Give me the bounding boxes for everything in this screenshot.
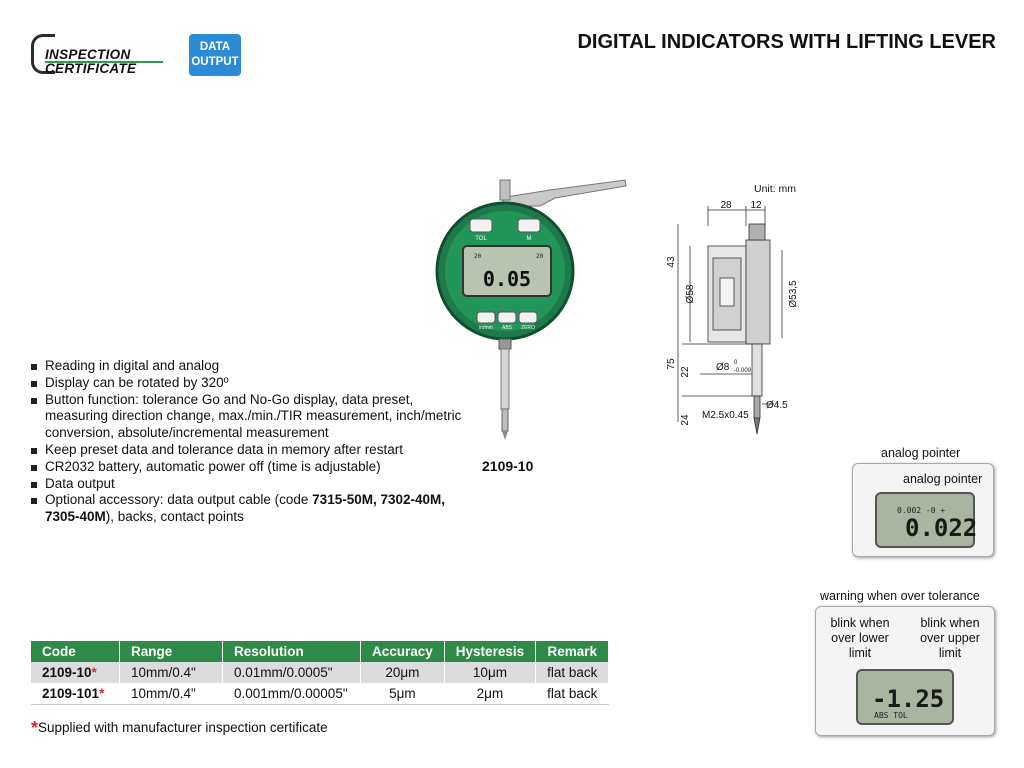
- certificate-logo-frame: [31, 34, 55, 74]
- dim-stem-tol-upper: 0: [734, 360, 738, 366]
- spec-table: Code Range Resolution Accuracy Hysteresi…: [31, 641, 610, 705]
- feature-item: Reading in digital and analog: [28, 358, 468, 375]
- dim-thread: M2.5x0.45: [702, 410, 749, 421]
- feature-item: CR2032 battery, automatic power off (tim…: [28, 459, 468, 476]
- certificate-star: *: [91, 665, 97, 680]
- cell-accuracy: 20μm: [360, 662, 445, 683]
- cert-logo-line2: CERTIFICATE: [45, 61, 137, 76]
- feature-item: Optional accessory: data output cable (c…: [28, 492, 468, 526]
- dial-reading: 0.05: [483, 267, 531, 291]
- col-header-range: Range: [119, 641, 223, 662]
- cell-hysteresis: 2μm: [444, 683, 537, 705]
- dim-stem-tol-lower: -0.009: [734, 368, 752, 374]
- inspection-certificate-logo: INSPECTION CERTIFICATE: [31, 34, 163, 76]
- digital-indicator-image: TOL M 20 20 0.05 in/mm ABS ZERO: [435, 179, 627, 440]
- product-caption: 2109-10: [482, 458, 534, 474]
- button-label-zero: ZERO: [521, 325, 535, 331]
- feature-item: Button function: tolerance Go and No-Go …: [28, 392, 468, 442]
- col-header-code: Code: [31, 641, 120, 662]
- data-output-line2: OUTPUT: [191, 56, 239, 68]
- data-output-line1: DATA: [199, 41, 231, 53]
- button-label-tol: TOL: [475, 236, 487, 242]
- warning-panel-title: warning when over tolerance: [820, 589, 980, 603]
- feature-text: ), backs, contact points: [105, 509, 244, 525]
- lower-limit-note: blink when over lower limit: [830, 616, 890, 660]
- dial-scale-left: 20: [474, 253, 482, 260]
- accessory-codes: 7315-50M, 7302-40M, 7305-40M: [45, 492, 446, 525]
- upper-limit-note: blink when over upper limit: [920, 616, 980, 660]
- feature-item: Display can be rotated by 320º: [28, 375, 468, 392]
- warning-lcd-small: ABS TOL: [874, 711, 908, 720]
- code-text: 2109-101: [42, 686, 100, 701]
- analog-lcd-small: 0.002 -0 +: [897, 506, 946, 515]
- warning-lcd: -1.25 ABS TOL: [856, 669, 954, 725]
- unit-label: Unit: mm: [754, 183, 796, 195]
- cell-hysteresis: 10μm: [444, 662, 537, 683]
- data-output-badge: DATA OUTPUT: [189, 34, 241, 76]
- button-label-inmm: in/mm: [479, 325, 493, 331]
- cert-logo-bar: [45, 61, 163, 63]
- dim-stem-22: 22: [680, 366, 691, 378]
- table-row: 2109-101* 10mm/0.4" 0.001mm/0.00005" 5μm…: [31, 683, 610, 705]
- dim-height-43: 43: [666, 256, 677, 268]
- footnote: *Supplied with manufacturer inspection c…: [31, 716, 328, 738]
- cell-code: 2109-101*: [31, 683, 120, 705]
- dim-top-width: 28: [720, 200, 732, 211]
- dim-tip-24: 24: [680, 414, 691, 426]
- button-label-abs: ABS: [502, 325, 513, 331]
- analog-lcd-reading: 0.022: [905, 514, 978, 542]
- cert-logo-line1: INSPECTION: [45, 47, 131, 62]
- certificate-star: *: [99, 686, 105, 701]
- analog-pointer-label: analog pointer: [903, 472, 983, 486]
- col-header-accuracy: Accuracy: [360, 641, 445, 662]
- footnote-star: *: [31, 718, 39, 738]
- cell-code: 2109-10*: [31, 662, 120, 683]
- col-header-hysteresis: Hysteresis: [444, 641, 537, 662]
- page-title: DIGITAL INDICATORS WITH LIFTING LEVER: [577, 31, 996, 53]
- code-text: 2109-10: [42, 665, 92, 680]
- table-header-row: Code Range Resolution Accuracy Hysteresi…: [31, 641, 610, 662]
- dim-total-75: 75: [666, 358, 677, 370]
- cell-accuracy: 5μm: [360, 683, 445, 705]
- warning-panel: blink when over lower limit blink when o…: [815, 606, 995, 736]
- footnote-text: Supplied with manufacturer inspection ce…: [38, 720, 328, 735]
- dim-dia-53-5: Ø53,5: [788, 280, 799, 308]
- dimension-drawing: 28 12 43 Ø58 Ø53,5 75 22 Ø8 0 -0.009 24 …: [666, 200, 799, 435]
- feature-text: Optional accessory: data output cable (c…: [45, 492, 313, 508]
- analog-panel-title: analog pointer: [881, 446, 961, 460]
- feature-item: Data output: [28, 476, 468, 493]
- dim-tip-dia: Ø4.5: [766, 400, 788, 411]
- cell-remark: flat back: [535, 683, 610, 705]
- analog-lcd: 0.002 -0 + 0.022: [875, 492, 978, 548]
- table-row: 2109-10* 10mm/0.4" 0.01mm/0.0005" 20μm 1…: [31, 662, 610, 683]
- dim-stem-dia: Ø8: [716, 362, 730, 373]
- cell-resolution: 0.01mm/0.0005": [222, 662, 361, 683]
- cell-range: 10mm/0.4": [119, 683, 223, 705]
- warning-lcd-reading: -1.25: [872, 685, 945, 713]
- dial-scale-right: 20: [536, 253, 544, 260]
- dim-stem-width: 12: [750, 200, 762, 211]
- col-header-remark: Remark: [535, 641, 610, 662]
- cell-range: 10mm/0.4": [119, 662, 223, 683]
- cell-resolution: 0.001mm/0.00005": [222, 683, 361, 705]
- analog-pointer-panel: analog pointer 0.002 -0 + 0.022: [852, 463, 994, 557]
- dim-dia-58: Ø58: [685, 284, 696, 303]
- feature-list: Reading in digital and analog Display ca…: [28, 358, 468, 526]
- feature-item: Keep preset data and tolerance data in m…: [28, 442, 468, 459]
- col-header-resolution: Resolution: [222, 641, 361, 662]
- cell-remark: flat back: [535, 662, 610, 683]
- button-label-m: M: [527, 236, 532, 242]
